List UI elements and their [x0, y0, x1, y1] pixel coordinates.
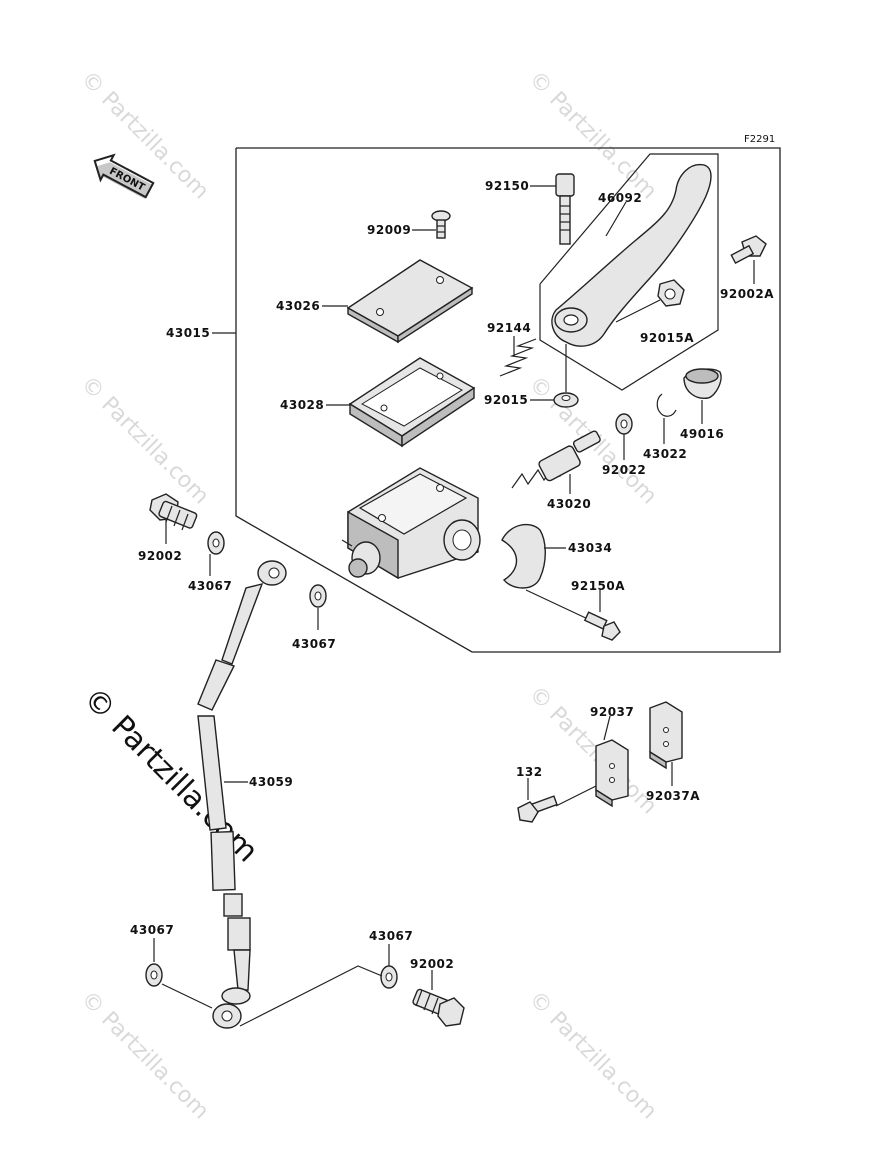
label-92150A: 92150A: [571, 579, 625, 593]
label-43028: 43028: [280, 398, 324, 412]
brake-hose-43059: [197, 560, 287, 1029]
washer-92022: [615, 413, 633, 435]
brake-lever-46092: [551, 163, 712, 347]
label-46092: 46092: [598, 191, 642, 205]
screw-92150: [555, 173, 575, 245]
label-92144: 92144: [487, 321, 531, 335]
nut-92015A: [657, 279, 685, 307]
label-43067-d: 43067: [369, 929, 413, 943]
reservoir-cap-43026: [346, 259, 474, 344]
label-43067-b: 43067: [292, 637, 336, 651]
assembly-frame: [235, 147, 781, 653]
label-92002A: 92002A: [720, 287, 774, 301]
label-92037A: 92037A: [646, 789, 700, 803]
label-43020: 43020: [547, 497, 591, 511]
watermark-5: © Partzilla.com: [524, 682, 662, 820]
bolt-92150A: [583, 611, 621, 641]
boot-49016: [683, 368, 722, 399]
label-132: 132: [516, 765, 543, 779]
label-49016: 49016: [680, 427, 724, 441]
watermark-7: © Partzilla.com: [524, 987, 662, 1125]
label-43067-c: 43067: [130, 923, 174, 937]
piston-43020: [511, 430, 601, 489]
label-92022: 92022: [602, 463, 646, 477]
label-43059: 43059: [249, 775, 293, 789]
bolt-92002A: [730, 235, 767, 265]
banjo-bolt-92002-top: [149, 493, 198, 531]
washer-43067-a: [207, 531, 225, 555]
lever-frame: [539, 153, 719, 391]
watermark-2: © Partzilla.com: [524, 67, 662, 205]
front-arrow-icon: FRONT: [93, 153, 155, 199]
label-43034: 43034: [568, 541, 612, 555]
label-43067-a: 43067: [188, 579, 232, 593]
bracket-92037A: [649, 701, 683, 770]
washer-43067-b: [309, 584, 327, 608]
bracket-92037: [595, 739, 629, 808]
label-92150: 92150: [485, 179, 529, 193]
label-43015: 43015: [166, 326, 210, 340]
circlip-43022: [656, 393, 677, 417]
label-43022: 43022: [643, 447, 687, 461]
watermark-3: © Partzilla.com: [76, 372, 214, 510]
watermark-6: © Partzilla.com: [76, 987, 214, 1125]
label-92037: 92037: [590, 705, 634, 719]
nut-92015: [553, 392, 579, 408]
partzilla-watermark-black: © Partzilla.com: [76, 681, 264, 869]
spring-92144: [499, 338, 537, 377]
bolt-132: [517, 795, 558, 823]
banjo-bolt-92002-bottom: [412, 988, 465, 1027]
label-92015A: 92015A: [640, 331, 694, 345]
clamp-43034: [501, 523, 546, 589]
master-cylinder-body: [341, 467, 481, 580]
label-92002-bottom: 92002: [410, 957, 454, 971]
label-92002-top: 92002: [138, 549, 182, 563]
washer-43067-d: [380, 965, 398, 989]
label-92015: 92015: [484, 393, 528, 407]
figure-id: F2291: [744, 134, 775, 145]
screw-92009: [431, 210, 451, 239]
label-43026: 43026: [276, 299, 320, 313]
diaphragm-43028: [348, 357, 476, 448]
label-92009: 92009: [367, 223, 411, 237]
washer-43067-c: [145, 963, 163, 987]
